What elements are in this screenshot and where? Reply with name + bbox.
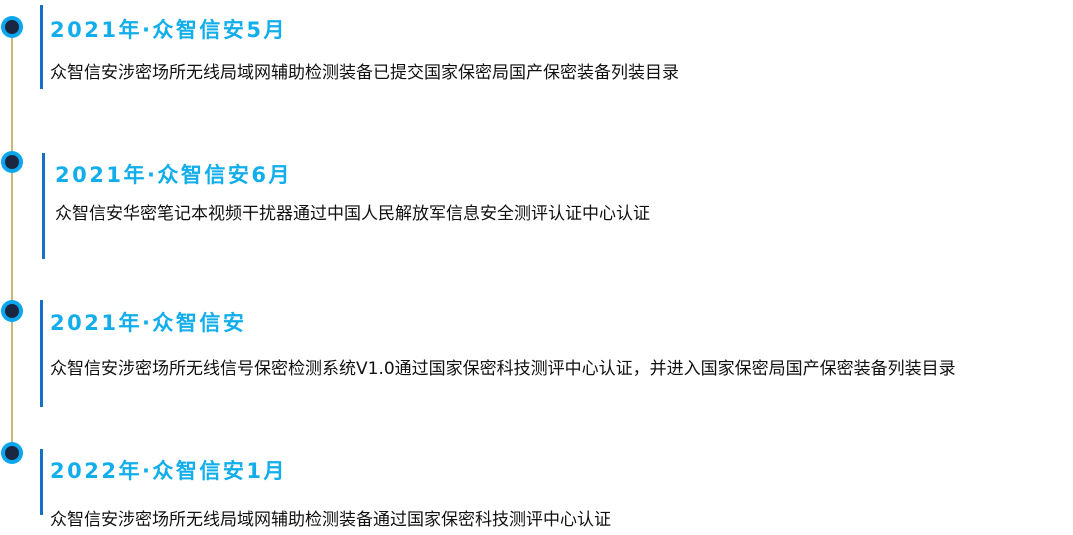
timeline-description: 众智信安华密笔记本视频干扰器通过中国人民解放军信息安全测评认证中心认证 <box>55 204 650 224</box>
timeline-title: 2021年·众智信安5月 <box>50 18 288 42</box>
timeline-line <box>11 27 13 447</box>
timeline-title: 2021年·众智信安 <box>50 311 247 335</box>
timeline-dot-icon <box>1 300 23 322</box>
accent-bar <box>40 300 43 407</box>
accent-bar <box>42 153 45 259</box>
timeline-description: 众智信安涉密场所无线信号保密检测系统V1.0通过国家保密科技测评中心认证，并进入… <box>50 359 956 379</box>
timeline-description: 众智信安涉密场所无线局域网辅助检测装备通过国家保密科技测评中心认证 <box>50 510 611 530</box>
timeline-title: 2021年·众智信安6月 <box>55 163 293 187</box>
timeline-dot-icon <box>1 16 23 38</box>
accent-bar <box>40 449 43 515</box>
timeline-description: 众智信安涉密场所无线局域网辅助检测装备已提交国家保密局国产保密装备列装目录 <box>50 63 679 83</box>
timeline-title: 2022年·众智信安1月 <box>50 459 288 483</box>
accent-bar <box>40 5 43 89</box>
timeline-dot-icon <box>1 442 23 464</box>
timeline-dot-icon <box>1 151 23 173</box>
